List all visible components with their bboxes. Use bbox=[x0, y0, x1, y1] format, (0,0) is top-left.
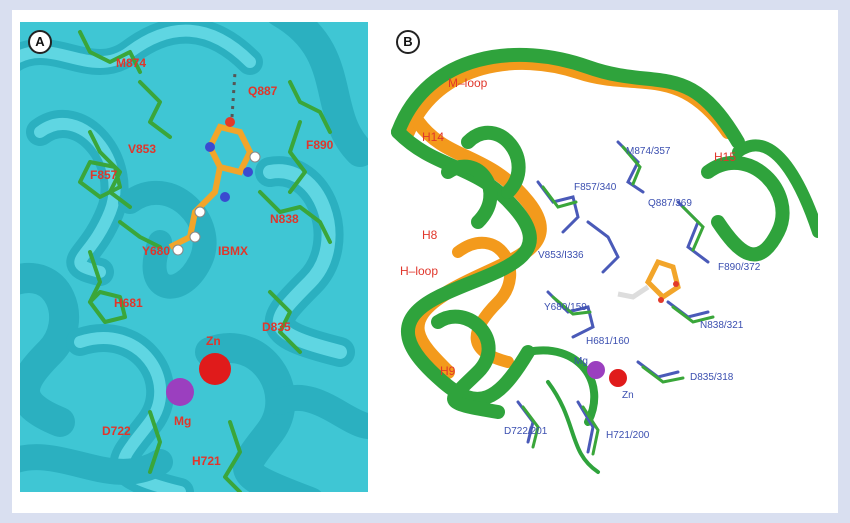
mg-ion bbox=[166, 378, 194, 406]
label-d722: D722 bbox=[102, 424, 131, 438]
label-v853: V853 bbox=[128, 142, 157, 156]
green-residues bbox=[78, 30, 332, 492]
label-q887: Q887 bbox=[248, 84, 278, 98]
label-f857: F857 bbox=[90, 168, 118, 182]
label-zn-b: Zn bbox=[622, 390, 634, 401]
label-v853-b: V853/I336 bbox=[538, 250, 584, 261]
ligand-b bbox=[617, 258, 681, 303]
label-mg: Mg bbox=[174, 414, 192, 428]
label-y680: Y680 bbox=[142, 244, 171, 258]
zn-ion-b bbox=[609, 369, 627, 387]
label-h8: H8 bbox=[422, 228, 438, 242]
panel-a: A M874 Q887 V853 F890 F857 N838 Y680 IBM… bbox=[20, 22, 368, 492]
label-n838: N838 bbox=[270, 212, 299, 226]
label-m874: M874 bbox=[116, 56, 147, 70]
label-h9: H9 bbox=[440, 364, 456, 378]
label-d835: D835 bbox=[262, 320, 291, 334]
label-m874-b: M874/357 bbox=[626, 146, 671, 157]
label-d722-b: D722/201 bbox=[504, 426, 548, 437]
label-f890-b: F890/372 bbox=[718, 262, 761, 273]
panel-b: B M–loop H14 H15 H8 H–loop H9 M874/357 F… bbox=[378, 22, 818, 492]
label-mg-b: Mg bbox=[574, 356, 588, 367]
label-f890: F890 bbox=[306, 138, 334, 152]
cyan-ribbons bbox=[20, 22, 368, 492]
zn-ion bbox=[199, 353, 231, 385]
label-f857-b: F857/340 bbox=[574, 182, 617, 193]
label-zn: Zn bbox=[206, 334, 221, 348]
orange-ribbon bbox=[401, 55, 735, 379]
label-d835-b: D835/318 bbox=[690, 372, 734, 383]
label-q887-b: Q887/369 bbox=[648, 198, 692, 209]
green-ribbon bbox=[391, 47, 818, 474]
panel-b-letter: B bbox=[396, 30, 420, 54]
label-n838-b: N838/321 bbox=[700, 320, 744, 331]
label-y680-b: Y680/159 bbox=[544, 302, 587, 313]
label-h721-b: H721/200 bbox=[606, 430, 650, 441]
ibmx-ligand bbox=[168, 71, 261, 256]
label-h14: H14 bbox=[422, 130, 445, 144]
label-h681: H681 bbox=[114, 296, 143, 310]
label-ibmx: IBMX bbox=[218, 244, 248, 258]
panel-a-illustration bbox=[20, 22, 368, 492]
label-h-loop: H–loop bbox=[400, 264, 439, 278]
label-h681-b: H681/160 bbox=[586, 336, 630, 347]
panel-b-illustration bbox=[391, 47, 818, 474]
label-h15: H15 bbox=[714, 150, 737, 164]
green-residues-b bbox=[521, 145, 715, 456]
mg-ion-b bbox=[587, 361, 605, 379]
panel-a-letter: A bbox=[28, 30, 52, 54]
label-m-loop: M–loop bbox=[448, 76, 488, 90]
label-h721: H721 bbox=[192, 454, 221, 468]
